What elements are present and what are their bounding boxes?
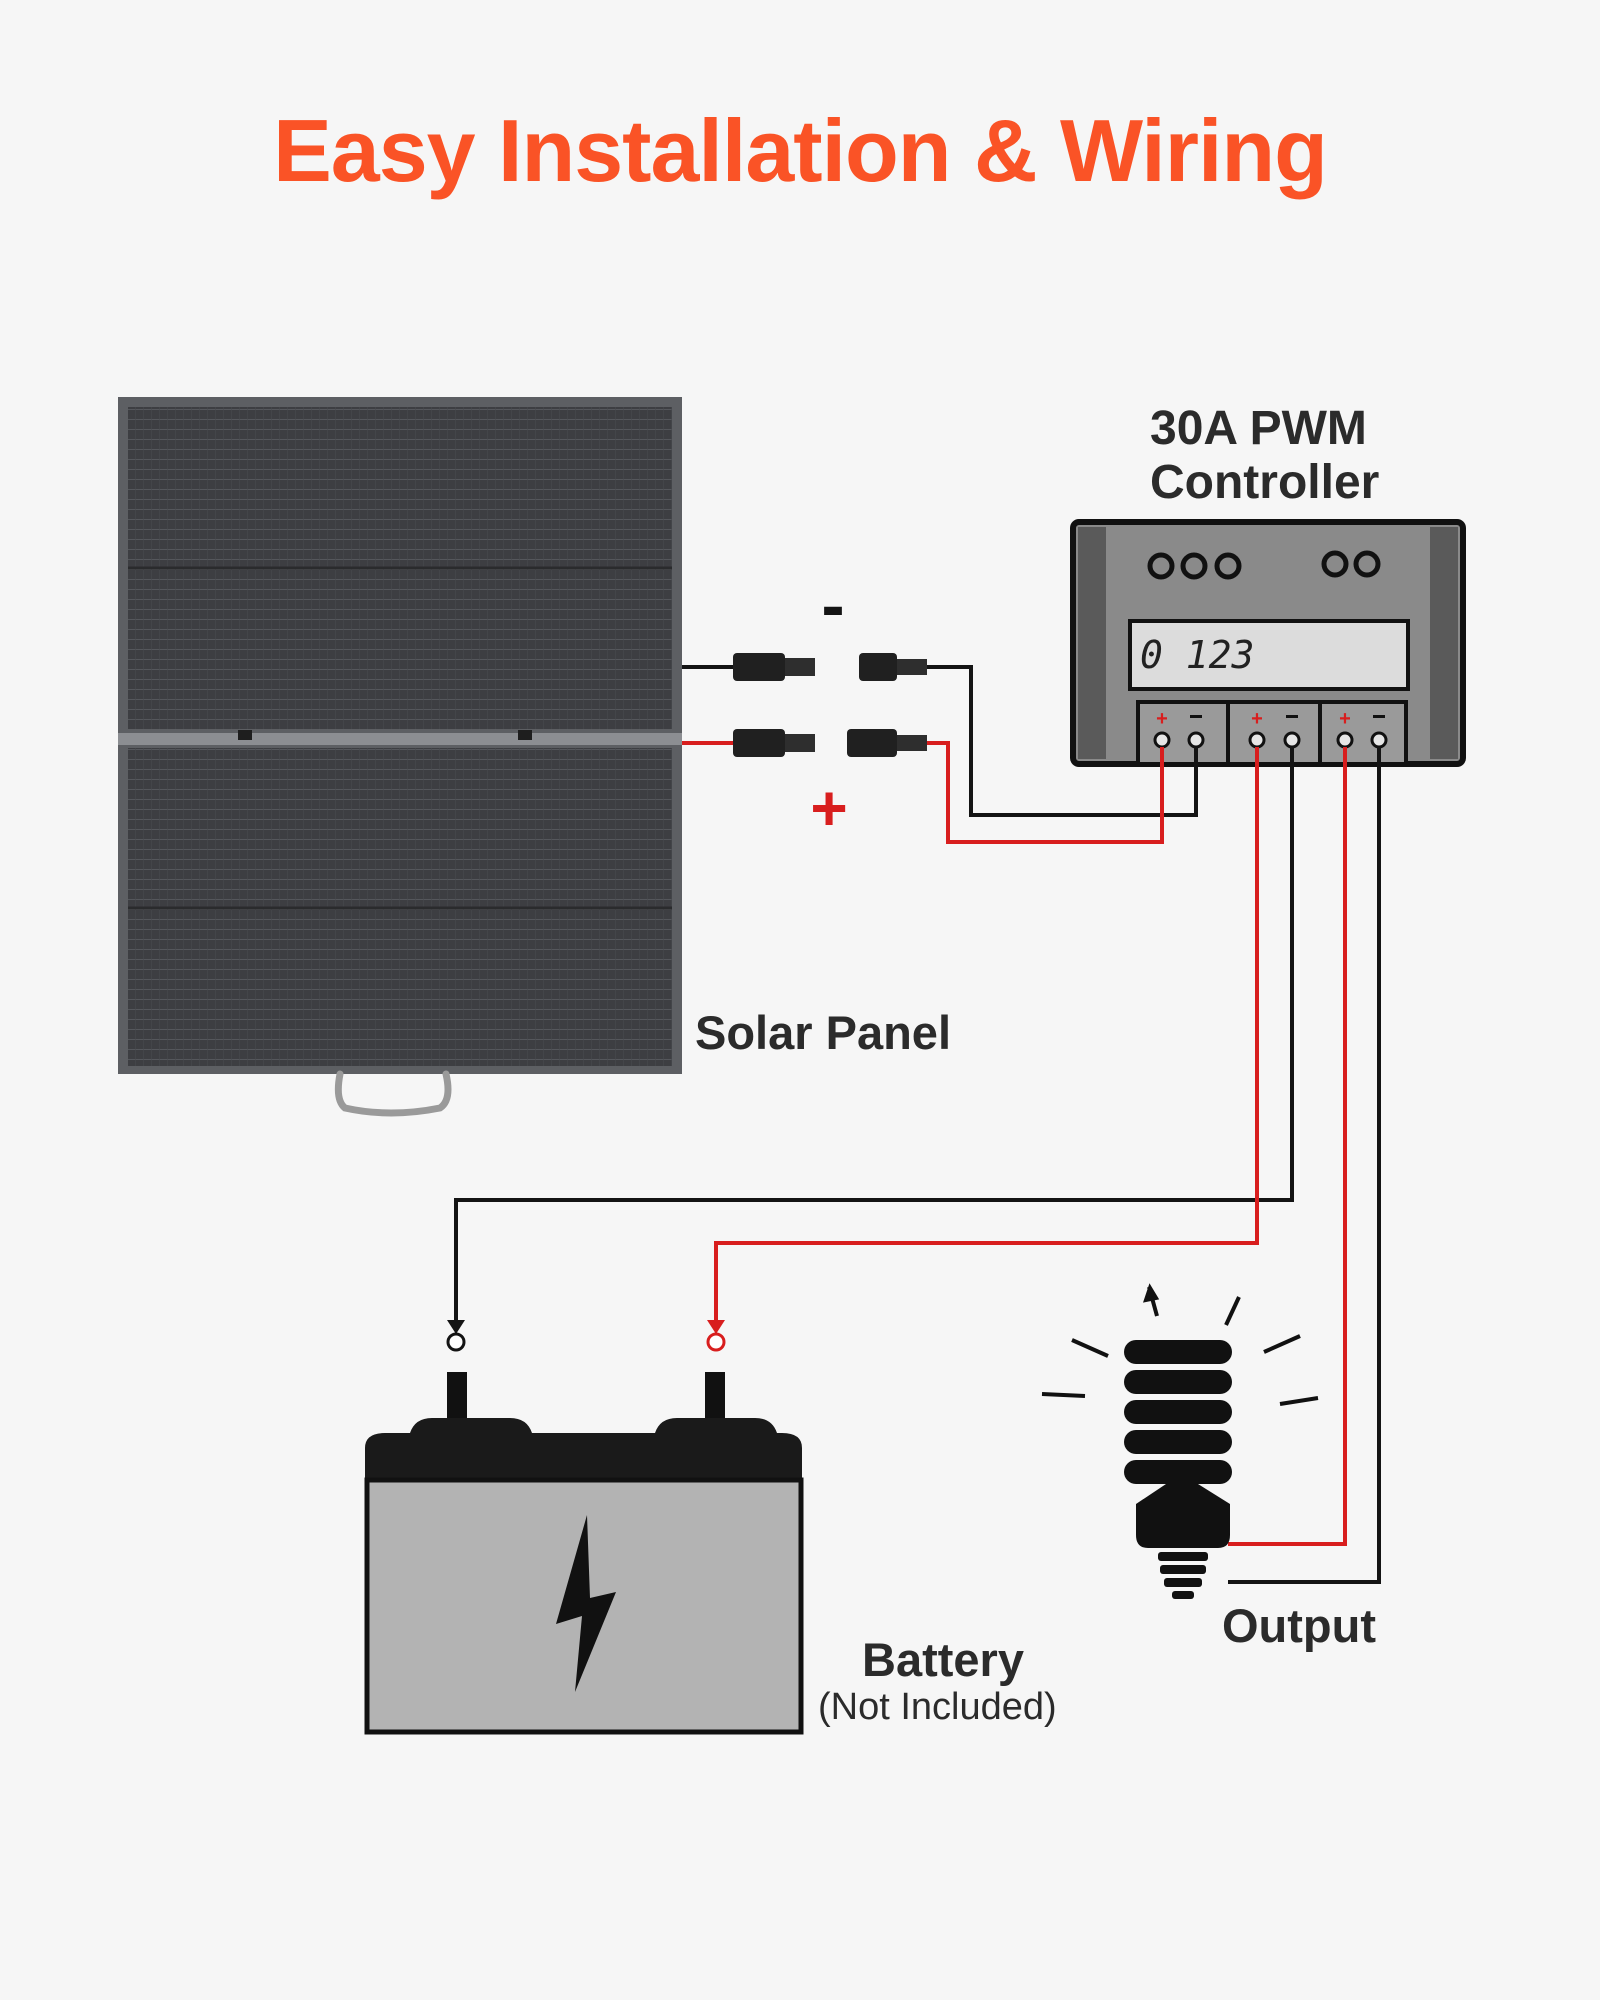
light-bulb-icon [1041, 1283, 1319, 1599]
svg-text:+: + [1339, 708, 1351, 730]
charge-controller-icon: + + + [1070, 519, 1466, 767]
solar-panel-icon [118, 397, 682, 1117]
negative-sign: - [821, 566, 844, 644]
output-label: Output [1222, 1599, 1376, 1652]
svg-text:+: + [1251, 708, 1263, 730]
controller-title-line2: Controller [1150, 456, 1380, 509]
controller-title: 30A PWM Controller [1150, 402, 1379, 510]
battery-label: Battery [862, 1633, 1024, 1686]
battery-note: (Not Included) [818, 1686, 1057, 1728]
controller-display: 0 123 [1140, 633, 1254, 677]
controller-title-line1: 30A PWM [1150, 402, 1367, 455]
svg-text:+: + [1156, 708, 1168, 730]
page-title: Easy Installation & Wiring [273, 101, 1328, 200]
positive-sign: + [810, 772, 847, 844]
wires [454, 665, 1381, 1584]
solar-panel-label: Solar Panel [695, 1006, 951, 1059]
mc4-connector-icon [733, 653, 927, 757]
lightning-bolt-icon [556, 1515, 616, 1692]
